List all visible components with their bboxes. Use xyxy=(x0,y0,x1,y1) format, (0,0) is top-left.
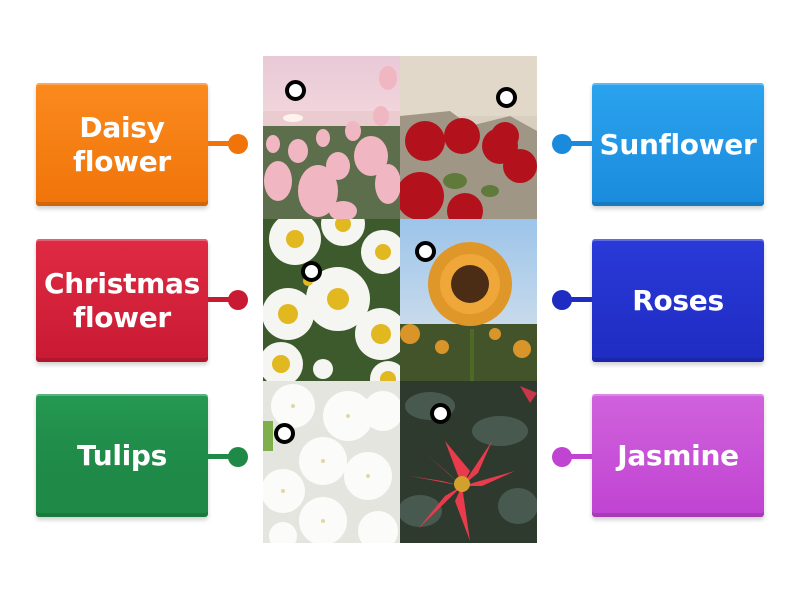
connector-knob[interactable] xyxy=(552,447,572,467)
connector-knob[interactable] xyxy=(228,447,248,467)
label-tulips[interactable]: Tulips xyxy=(36,394,208,517)
label-jasmine[interactable]: Jasmine xyxy=(592,394,764,517)
label-line: flower xyxy=(73,144,171,178)
label-line: Roses xyxy=(632,283,724,317)
connector-line xyxy=(568,141,592,146)
connector-knob[interactable] xyxy=(228,290,248,310)
sunflower-image xyxy=(400,219,537,381)
tulips-image-icon xyxy=(263,56,400,219)
connector-line xyxy=(208,454,232,459)
connector-line xyxy=(568,454,592,459)
label-line: Jasmine xyxy=(617,438,739,472)
white-daisies-image xyxy=(263,219,400,381)
poinsettia-image xyxy=(400,381,537,543)
connector-line xyxy=(208,297,232,302)
jasmine-image-icon xyxy=(263,381,400,543)
label-line: Christmas xyxy=(44,266,200,300)
label-roses[interactable]: Roses xyxy=(592,239,764,362)
connector-line xyxy=(208,141,232,146)
connector-line xyxy=(568,297,592,302)
match-dot[interactable] xyxy=(496,87,517,108)
roses-image-icon xyxy=(400,56,537,219)
label-line: Daisy xyxy=(79,110,165,144)
match-dot[interactable] xyxy=(285,80,306,101)
red-roses-image xyxy=(400,56,537,219)
label-line: flower xyxy=(73,300,171,334)
connector-knob[interactable] xyxy=(552,134,572,154)
sunflower-image-icon xyxy=(400,219,537,381)
connector-knob[interactable] xyxy=(552,290,572,310)
label-line: Tulips xyxy=(76,438,168,472)
label-line: Sunflower xyxy=(599,127,757,161)
match-dot[interactable] xyxy=(274,423,295,444)
image-grid xyxy=(263,56,537,543)
pink-tulips-image xyxy=(263,56,400,219)
connector-knob[interactable] xyxy=(228,134,248,154)
match-dot[interactable] xyxy=(415,241,436,262)
match-dot[interactable] xyxy=(430,403,451,424)
match-dot[interactable] xyxy=(301,261,322,282)
poinsettia-image-icon xyxy=(400,381,537,543)
daisies-image-icon xyxy=(263,219,400,381)
label-sunflower[interactable]: Sunflower xyxy=(592,83,764,206)
white-jasmine-image xyxy=(263,381,400,543)
